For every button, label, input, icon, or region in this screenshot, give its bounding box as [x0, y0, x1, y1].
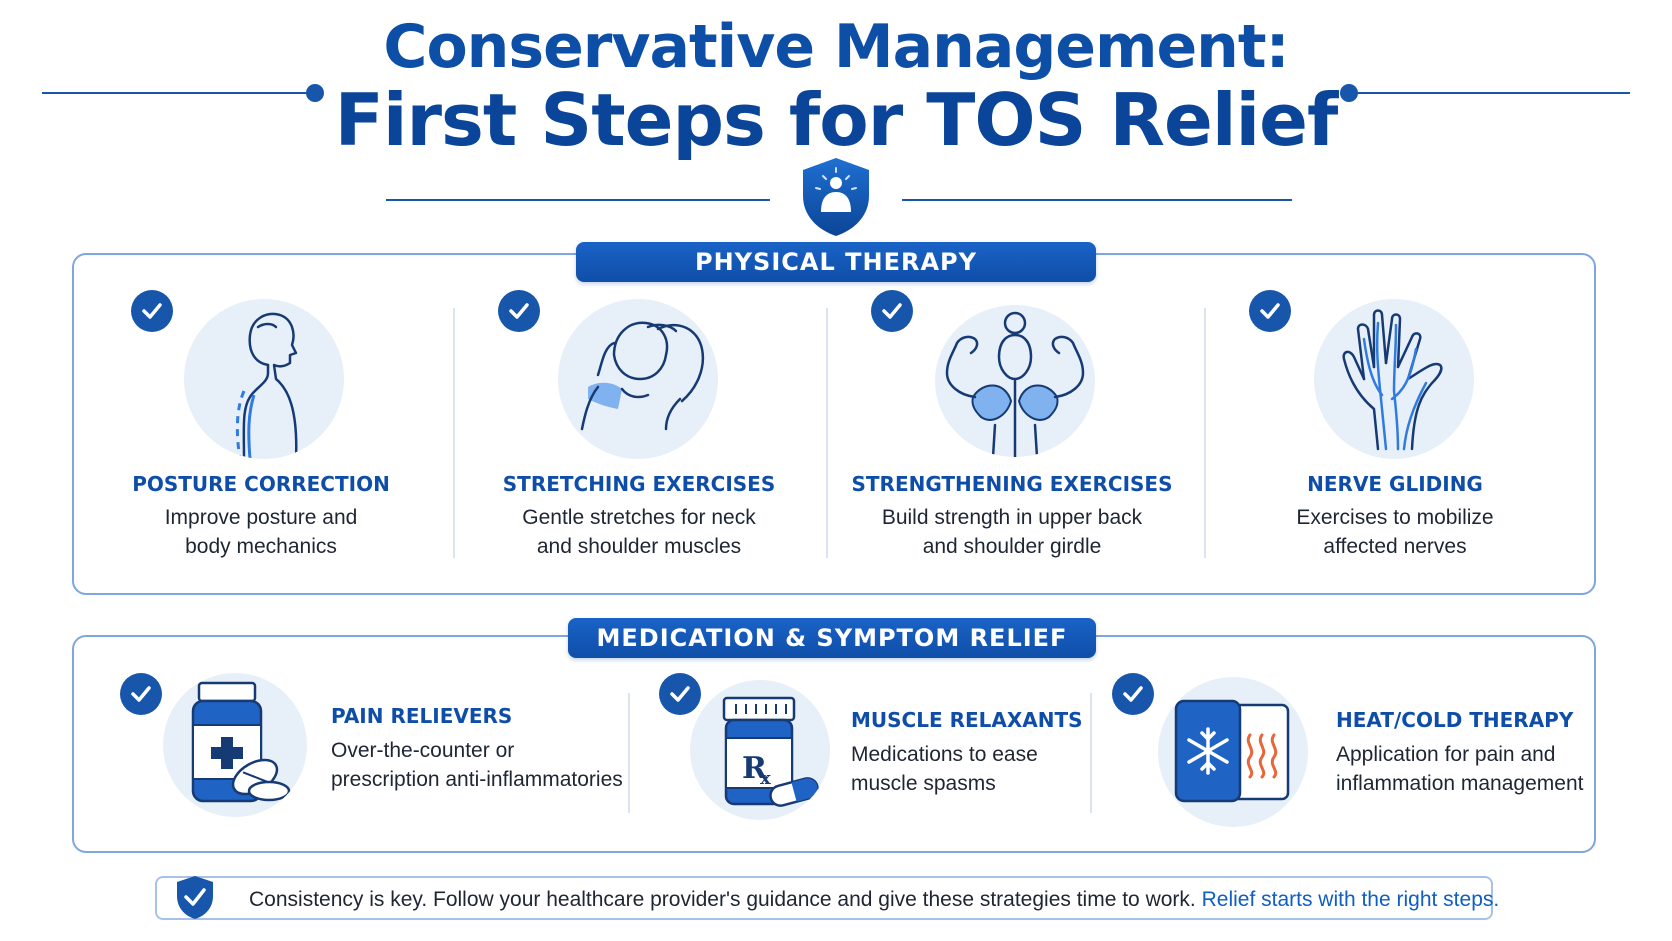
page-title-line-1: Conservative Management: — [383, 12, 1289, 82]
nerve-gliding-title: NERVE GLIDING — [1307, 472, 1483, 496]
divider — [1204, 308, 1206, 558]
check-icon — [131, 290, 173, 332]
check-icon — [498, 290, 540, 332]
svg-text:x: x — [760, 768, 771, 789]
desc-line: muscle spasms — [851, 772, 996, 795]
pain-relievers-title: PAIN RELIEVERS — [331, 704, 513, 728]
desc-line: Over-the-counter or — [331, 739, 515, 762]
check-icon — [1112, 673, 1154, 715]
desc-line: and shoulder girdle — [922, 535, 1102, 558]
shield-body-icon — [799, 156, 873, 238]
heat-cold-therapy-desc: Application for pain and inflammation ma… — [1336, 740, 1636, 798]
strengthening-exercises-title: STRENGTHENING EXERCISES — [851, 472, 1173, 496]
pain-relievers-desc: Over-the-counter or prescription anti-in… — [331, 736, 631, 794]
desc-line: body mechanics — [185, 535, 337, 558]
desc-line: inflammation management — [1336, 772, 1584, 795]
title-rule-dot-right — [1340, 84, 1358, 102]
medication-panel — [72, 635, 1596, 853]
posture-correction-desc: Improve posture and body mechanics — [81, 503, 441, 561]
desc-line: Gentle stretches for neck — [522, 506, 756, 529]
subtitle-rule-right — [902, 199, 1292, 201]
title-rule-dot-left — [306, 84, 324, 102]
strength-icon — [935, 305, 1095, 457]
check-icon — [871, 290, 913, 332]
desc-line: and shoulder muscles — [536, 535, 742, 558]
check-icon — [659, 673, 701, 715]
desc-line: Application for pain and — [1336, 743, 1556, 766]
desc-line: affected nerves — [1323, 535, 1467, 558]
heat-cold-pack-icon — [1158, 677, 1308, 827]
check-icon — [1249, 290, 1291, 332]
posture-correction-title: POSTURE CORRECTION — [132, 472, 390, 496]
stretching-exercises-title: STRETCHING EXERCISES — [502, 472, 776, 496]
nerve-gliding-desc: Exercises to mobilize affected nerves — [1215, 503, 1575, 561]
divider — [628, 693, 630, 813]
posture-icon — [184, 299, 344, 459]
footer-message: Consistency is key. Follow your healthca… — [249, 888, 1499, 912]
svg-text:R: R — [742, 751, 768, 786]
divider — [1090, 693, 1092, 813]
page-title-line-2: First Steps for TOS Relief — [334, 78, 1339, 162]
desc-line: prescription anti-inflammatories — [331, 768, 623, 791]
physical-therapy-heading: PHYSICAL THERAPY — [576, 242, 1096, 282]
divider — [826, 308, 828, 558]
title-rule-left — [42, 92, 312, 94]
rx-bottle-icon: R x — [690, 680, 830, 820]
muscle-relaxants-desc: Medications to ease muscle spasms — [851, 740, 1151, 798]
footer-banner: Consistency is key. Follow your healthca… — [155, 874, 1499, 920]
footer-highlight: Relief starts with the right steps. — [1201, 888, 1500, 911]
title-rule-right — [1352, 92, 1630, 94]
hand-nerve-icon — [1314, 299, 1474, 459]
desc-line: Improve posture and — [164, 506, 358, 529]
check-icon — [120, 673, 162, 715]
heat-cold-therapy-title: HEAT/COLD THERAPY — [1336, 708, 1574, 732]
desc-line: Medications to ease — [851, 743, 1038, 766]
desc-line: Build strength in upper back — [881, 506, 1143, 529]
pill-bottle-icon — [163, 673, 307, 817]
medication-heading: MEDICATION & SYMPTOM RELIEF — [568, 618, 1096, 658]
desc-line: Exercises to mobilize — [1296, 506, 1494, 529]
muscle-relaxants-title: MUSCLE RELAXANTS — [851, 708, 1083, 732]
subtitle-rule-left — [386, 199, 770, 201]
stretch-icon — [558, 299, 718, 459]
strengthening-exercises-desc: Build strength in upper back and shoulde… — [832, 503, 1192, 561]
divider — [453, 308, 455, 558]
footer-text: Consistency is key. Follow your healthca… — [249, 888, 1196, 911]
shield-check-icon — [175, 874, 215, 920]
stretching-exercises-desc: Gentle stretches for neck and shoulder m… — [459, 503, 819, 561]
